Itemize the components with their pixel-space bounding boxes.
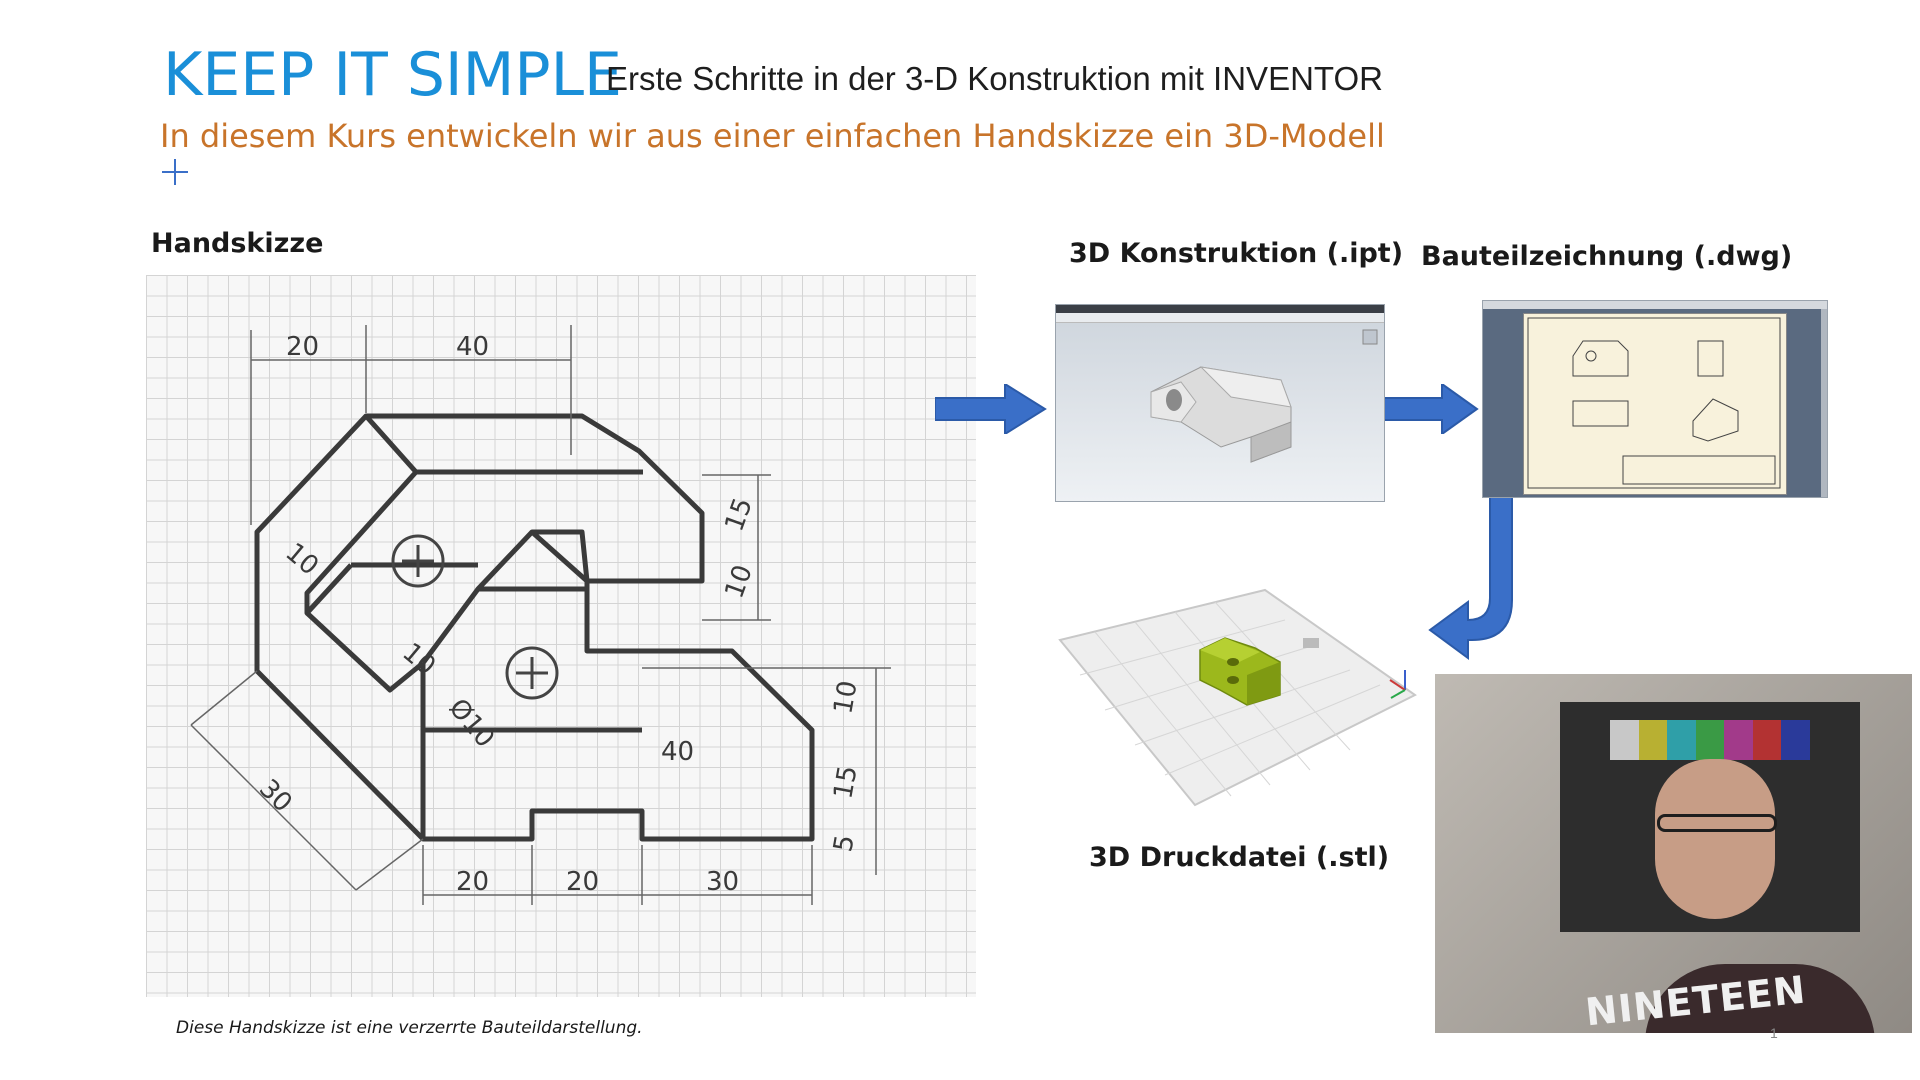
sketch-dim-label: 20: [456, 867, 489, 897]
sketch-dim-label: 40: [661, 737, 694, 767]
sketch-dim-label: 10: [828, 678, 863, 716]
sketch-dim-label: 20: [566, 867, 599, 897]
hand-sketch-image: 20 40 15 10 10 10 Ø10 40 10 15 5 30 20 2…: [146, 275, 976, 997]
glasses: [1657, 814, 1777, 832]
person-shoulders: [1645, 964, 1875, 1033]
sketch-dim-label: 15: [719, 494, 759, 535]
person-face: [1655, 759, 1775, 919]
label-handskizze: Handskizze: [151, 228, 324, 259]
webcam-video-feed: NINETEEN: [1435, 674, 1912, 1033]
slide-title-subheading: Erste Schritte in der 3-D Konstruktion m…: [606, 60, 1383, 97]
sketch-dim-label: 30: [253, 774, 298, 819]
sketch-dim-label: 15: [828, 763, 863, 801]
sketch-dim-label: 20: [286, 332, 319, 362]
arrow-right-icon: [935, 384, 1047, 434]
sketch-dim-label: 40: [456, 332, 489, 362]
sketch-dim-label: 30: [706, 867, 739, 897]
sketch-dim-label: 5: [828, 833, 860, 855]
sketch-dim-label: 10: [719, 561, 759, 602]
inventor-3d-screenshot: [1055, 304, 1385, 502]
sketch-caption: Diese Handskizze ist eine verzerrte Baut…: [176, 1018, 643, 1038]
page-number: 1: [1770, 1025, 1778, 1041]
sketch-dim-label: 10: [280, 537, 325, 581]
label-3d-konstruktion: 3D Konstruktion (.ipt): [1069, 238, 1404, 269]
slide-subtitle: In diesem Kurs entwickeln wir aus einer …: [160, 117, 1385, 155]
label-bauteilzeichnung: Bauteilzeichnung (.dwg): [1421, 241, 1793, 272]
crosshair-icon: [162, 159, 188, 185]
stl-3d-print-preview: [1058, 588, 1417, 807]
label-3d-druckdatei: 3D Druckdatei (.stl): [1089, 842, 1390, 873]
slide-title: KEEP IT SIMPLE: [163, 40, 622, 110]
sketch-dim-label: Ø10: [443, 693, 500, 753]
bauteilzeichnung-screenshot: [1482, 300, 1828, 498]
arrow-down-left-icon: [1428, 470, 1513, 660]
